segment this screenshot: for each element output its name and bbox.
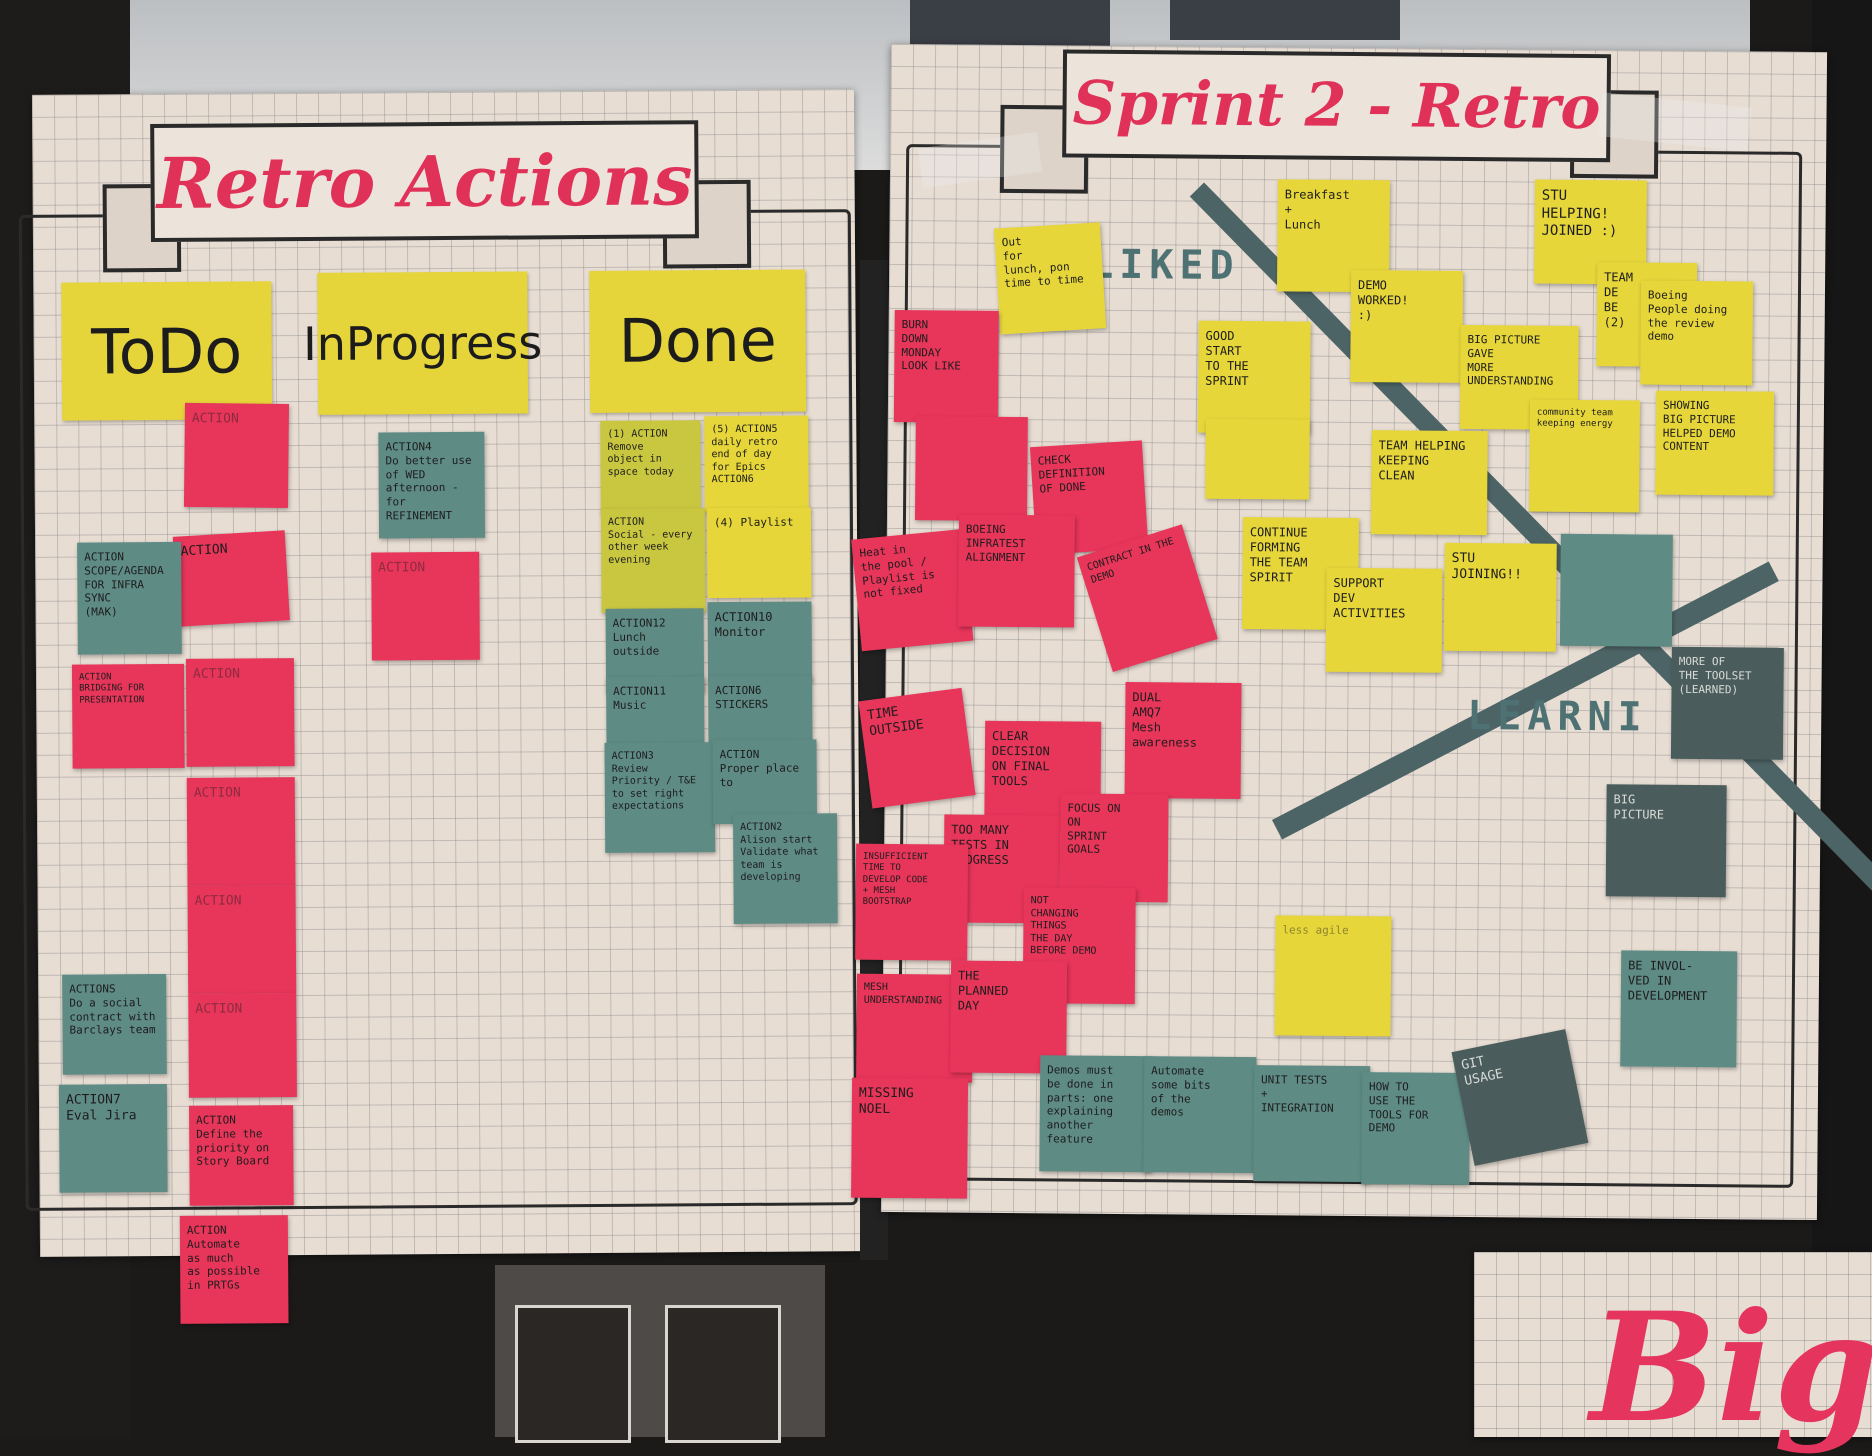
inprogress-column-header: InProgress: [303, 271, 542, 415]
sticky-note: BIG PICTURE: [1605, 784, 1727, 898]
sticky-note: ACTION BRIDGING FOR PRESENTATION: [71, 663, 185, 769]
sticky-note: HOW TO USE THE TOOLS FOR DEMO: [1361, 1072, 1471, 1186]
sticky-note: ACTION: [186, 777, 296, 886]
sticky-note: FOCUS ON ON SPRINT GOALS: [1059, 793, 1169, 903]
sticky-note: DEMO WORKED! :): [1350, 269, 1464, 383]
sticky-note: BURN DOWN MONDAY LOOK LIKE: [893, 309, 999, 423]
sticky-note: [914, 416, 1028, 522]
sticky-note: ACTION Automate as much as possible in P…: [179, 1215, 289, 1324]
sticky-note: ACTION7 Eval Jira: [58, 1083, 168, 1193]
building-silhouette: [1170, 0, 1400, 40]
sprint-retro-title: Sprint 2 - Retro: [1062, 49, 1612, 163]
retro-actions-board: Retro Actions ToDo InProgress Done ACTIO…: [18, 89, 863, 1324]
sticky-note: Boeing People doing the review demo: [1640, 280, 1754, 386]
sticky-note: ACTION Social - every other week evening: [600, 508, 706, 613]
retro-actions-title: Retro Actions: [150, 120, 699, 243]
sticky-note: (1) ACTION Remove object in space today: [600, 420, 701, 513]
sticky-note: MORE OF THE TOOLSET (LEARNED): [1670, 646, 1784, 760]
sticky-note: ACTION2 Alison start Validate what team …: [732, 813, 838, 925]
sticky-note: ACTION: [185, 658, 295, 767]
sticky-note: BE INVOL- VED IN DEVELOPMENT: [1620, 950, 1738, 1068]
sticky-note: ACTIONS Do a social contract with Barcla…: [62, 973, 167, 1075]
liked-label: LIKED: [1088, 241, 1240, 289]
sticky-note: DUAL AMQ7 Mesh awareness: [1124, 682, 1242, 800]
sticky-note: INSUFFICIENT TIME TO DEVELOP CODE + MESH…: [855, 843, 969, 961]
sticky-note: ACTION4 Do better use of WED afternoon -…: [378, 431, 486, 539]
done-column-header: Done: [589, 269, 807, 413]
window-pane: [665, 1305, 781, 1443]
sticky-note: GIT USAGE: [1451, 1029, 1589, 1166]
sticky-note: ACTION: [187, 885, 297, 994]
sticky-note: ACTION Proper place to: [712, 739, 818, 825]
sticky-note: STU JOINING!!: [1443, 542, 1557, 652]
sticky-note: (5) ACTION5 daily retro end of day for E…: [704, 415, 809, 513]
sticky-note: ACTION6 STICKERS: [708, 675, 813, 747]
sticky-note: ACTION SCOPE/AGENDA FOR INFRA SYNC (MAK): [77, 541, 182, 655]
sticky-note: (4) Playlist: [706, 507, 812, 599]
next-board-partial: [1474, 1252, 1872, 1437]
sticky-note: less agile: [1274, 915, 1392, 1037]
sticky-note: Out for lunch, pon time to time: [993, 222, 1107, 335]
building-silhouette: [910, 0, 1110, 50]
window-pane: [515, 1305, 631, 1443]
sticky-note: ACTION: [183, 402, 290, 509]
sticky-note: ACTION10 Monitor: [707, 601, 813, 683]
sticky-note: ACTION3 Review Priority / T&E to set rig…: [604, 742, 716, 853]
sticky-note: [1205, 418, 1310, 500]
sticky-note: ACTION: [172, 530, 290, 627]
sticky-note: UNIT TESTS + INTEGRATION: [1253, 1065, 1371, 1183]
sprint-retro-board: Sprint 2 - Retro LIKED LEARNI Out for lu…: [851, 43, 1872, 1221]
sticky-note: ACTION: [371, 551, 480, 661]
learned-label: LEARNI: [1467, 692, 1648, 741]
sticky-note: ACTION: [188, 993, 297, 1098]
sticky-note: GOOD START TO THE SPRINT: [1197, 320, 1311, 434]
sticky-note: SUPPORT DEV ACTIVITIES: [1325, 567, 1443, 673]
building-facade: [495, 1265, 825, 1443]
sticky-note: community team keeping energy: [1529, 399, 1641, 513]
big-picture-title: Big: [1590, 1280, 1872, 1456]
sticky-note: Demos must be done in parts: one explain…: [1039, 1055, 1153, 1173]
sticky-note: ACTION Define the priority on Story Boar…: [189, 1105, 294, 1206]
todo-column-header: ToDo: [61, 281, 273, 421]
sticky-note: BOEING INFRATEST ALIGNMENT: [958, 514, 1076, 628]
sticky-note: SHOWING BIG PICTURE HELPED DEMO CONTENT: [1655, 390, 1775, 496]
sticky-note: TEAM HELPING KEEPING CLEAN: [1370, 430, 1488, 536]
sticky-note: Automate some bits of the demos: [1143, 1056, 1257, 1174]
sticky-note: TIME OUTSIDE: [858, 687, 976, 809]
sticky-note: [1559, 533, 1673, 647]
sticky-note: Heat in the pool / Playlist is not fixed: [851, 529, 974, 652]
sticky-note: MISSING NOEL: [851, 1077, 969, 1199]
